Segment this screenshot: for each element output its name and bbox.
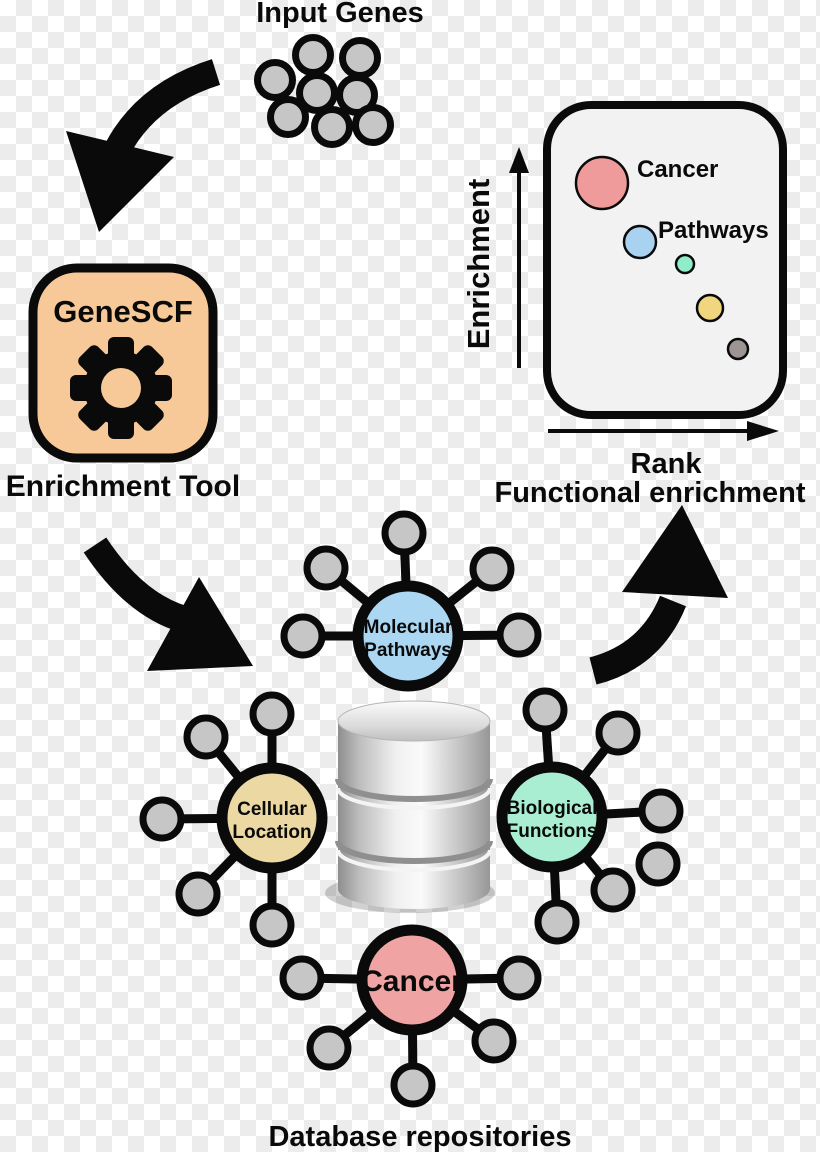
satellite-circle (534, 899, 580, 945)
node-label-line1: Cellular (237, 799, 307, 820)
plot-y-axis (509, 147, 529, 368)
arrow-input-to-tool-icon (66, 59, 221, 232)
node-label-line1: Biological (507, 798, 598, 819)
satellite-circle (638, 788, 684, 834)
plot-caption: Functional enrichment (495, 477, 806, 509)
gene-circle (352, 104, 394, 146)
enrichment-plot-panel: Cancer Pathways (543, 101, 787, 419)
input-genes-label: Input Genes (256, 0, 424, 29)
satellite-circle (522, 687, 568, 733)
bubble-pathways (622, 224, 658, 260)
gene-circle (311, 106, 353, 148)
satellite-circle (496, 612, 542, 658)
satellite-circle (471, 1018, 517, 1064)
arrow-db-to-plot-icon (589, 505, 728, 685)
satellite-circle (306, 1025, 352, 1071)
satellite-circle (280, 613, 326, 659)
bubble-yellow (695, 293, 725, 323)
network-satellites (139, 510, 684, 1108)
plot-x-axis-label: Rank (631, 448, 703, 480)
gene-cluster-icon (254, 34, 394, 148)
satellite-circle (303, 545, 349, 591)
satellite-circle (183, 714, 229, 760)
bubble-cancer (574, 155, 630, 211)
node-label-line2: Location (232, 822, 311, 843)
database-cylinder-icon (325, 700, 495, 913)
plot-x-axis (548, 421, 779, 441)
satellite-circle (381, 510, 427, 556)
satellite-circle (595, 710, 641, 756)
gear-icon (70, 337, 172, 439)
gene-circle (254, 59, 296, 101)
bubble-pathways-label: Pathways (658, 217, 769, 244)
node-label-line1: Molecular (364, 617, 453, 638)
bubble-cancer-label: Cancer (637, 156, 718, 183)
gene-circle (292, 34, 334, 76)
node-molecular-pathways: Molecular Pathways (352, 580, 464, 692)
plot-panel-background (543, 101, 787, 419)
genescf-label: GeneSCF (53, 294, 193, 329)
node-label-line2: Functions (507, 821, 598, 842)
satellite-circle (249, 691, 295, 737)
bubble-gray (726, 337, 750, 361)
database-repositories-label: Database repositories (268, 1121, 571, 1152)
satellite-circle (496, 955, 542, 1001)
gene-circle (296, 72, 338, 114)
node-cellular-location: Cellular Location (216, 762, 328, 874)
node-label-line1: Cancer (361, 965, 463, 998)
satellite-circle (635, 841, 681, 887)
plot-y-axis-label: Enrichment (461, 179, 496, 350)
bubble-small-teal (674, 253, 696, 275)
node-label-line2: Pathways (364, 640, 452, 661)
y-axis-arrowhead-icon (509, 147, 529, 173)
satellite-circle (279, 955, 325, 1001)
satellite-circle (469, 546, 515, 592)
satellite-circle (390, 1062, 436, 1108)
gene-circle (339, 37, 381, 79)
gene-circle (267, 96, 309, 138)
x-axis-arrowhead-icon (747, 421, 779, 441)
node-cancer: Cancer (356, 924, 468, 1036)
enrichment-tool-label: Enrichment Tool (6, 470, 240, 503)
satellite-circle (175, 871, 221, 917)
node-biological-functions: Biological Functions (496, 761, 608, 873)
arrow-tool-to-db-icon (83, 537, 253, 671)
satellite-circle (590, 867, 636, 913)
genescf-box: GeneSCF (28, 263, 218, 463)
satellite-circle (139, 796, 185, 842)
satellite-circle (249, 902, 295, 948)
